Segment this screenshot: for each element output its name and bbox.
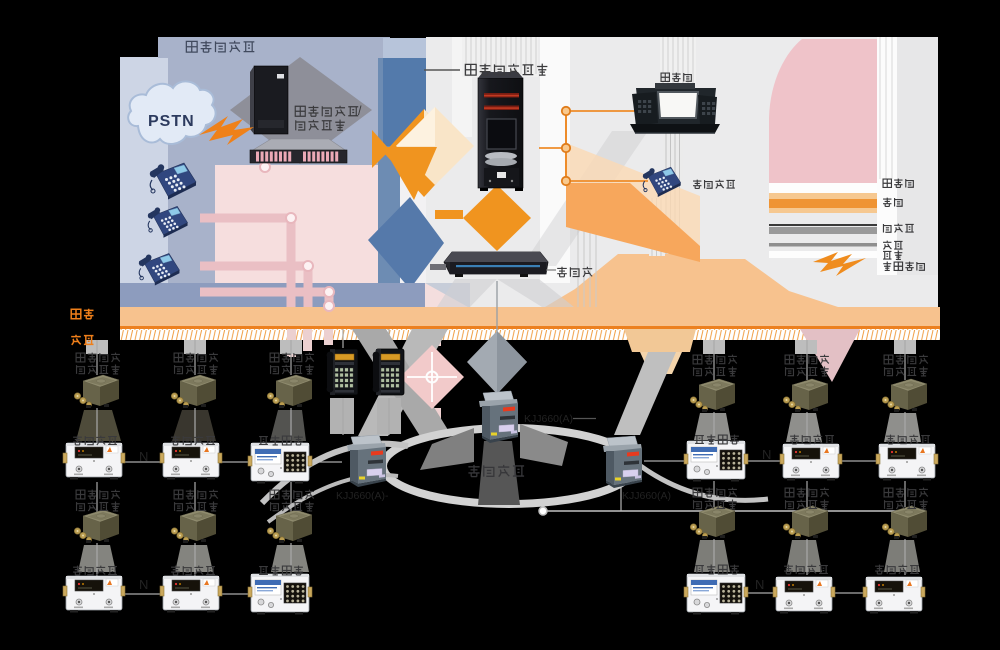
svg-text:PSTN: PSTN <box>148 113 195 130</box>
svg-text:KJJ660(A): KJJ660(A) <box>524 413 573 425</box>
svg-text:N: N <box>762 447 771 462</box>
svg-text:N: N <box>755 577 764 592</box>
svg-text:N: N <box>139 577 148 592</box>
svg-text:KJJ660(A): KJJ660(A) <box>622 490 671 502</box>
svg-text:/: / <box>358 104 362 118</box>
svg-text:N: N <box>139 449 148 464</box>
svg-text:KJJ660(A)-: KJJ660(A)- <box>336 490 389 502</box>
